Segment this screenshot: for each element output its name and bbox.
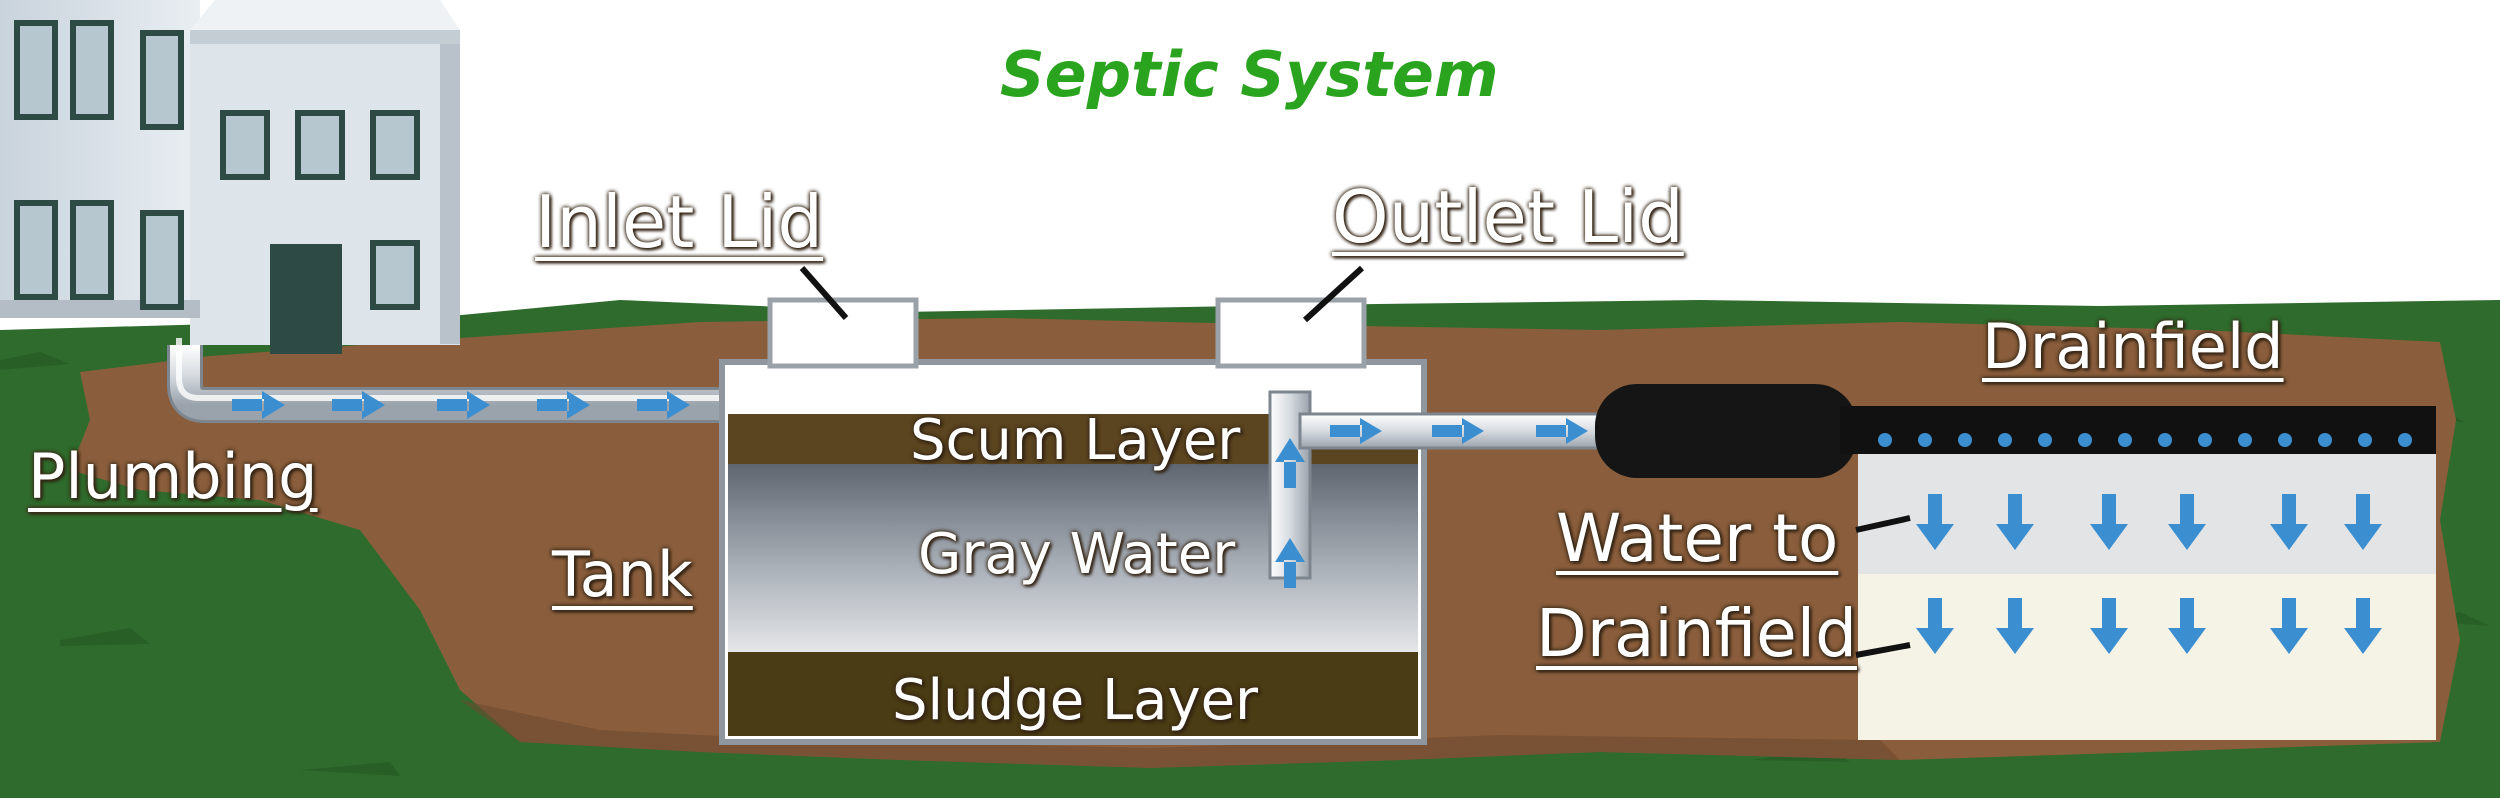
drainfield-bed: [1858, 454, 2436, 740]
outlet-lid: [1215, 297, 1367, 369]
plumbing-label: Plumbing: [28, 440, 318, 513]
riser-flow-arrows: [1275, 438, 1305, 588]
inlet-lid: [767, 297, 919, 369]
drainfield-down-arrows: [1916, 494, 2382, 654]
drainfield-label: Drainfield: [1982, 310, 2284, 383]
house: [0, 0, 460, 354]
distribution-pipe: [1595, 384, 2436, 478]
inlet-lid-label: Inlet Lid: [535, 180, 824, 264]
water-to-drainfield-label-line2: Drainfield: [1536, 595, 1857, 672]
soil-shading: [460, 700, 1900, 768]
sludge-layer: [728, 652, 1418, 736]
water-to-drainfield-label-line1: Water to: [1556, 500, 1839, 577]
inlet-pipe: [167, 338, 830, 423]
sludge-layer-label: Sludge Layer: [892, 668, 1259, 733]
leader-lines: [799, 265, 1911, 658]
scum-layer-label: Scum Layer: [910, 408, 1241, 473]
gray-water-label: Gray Water: [918, 522, 1236, 587]
outlet-flow-arrows: [1330, 418, 1588, 444]
outlet-lid-label: Outlet Lid: [1332, 175, 1684, 259]
tank-label: Tank: [552, 538, 693, 611]
diagram-title: Septic System: [1000, 38, 1499, 111]
